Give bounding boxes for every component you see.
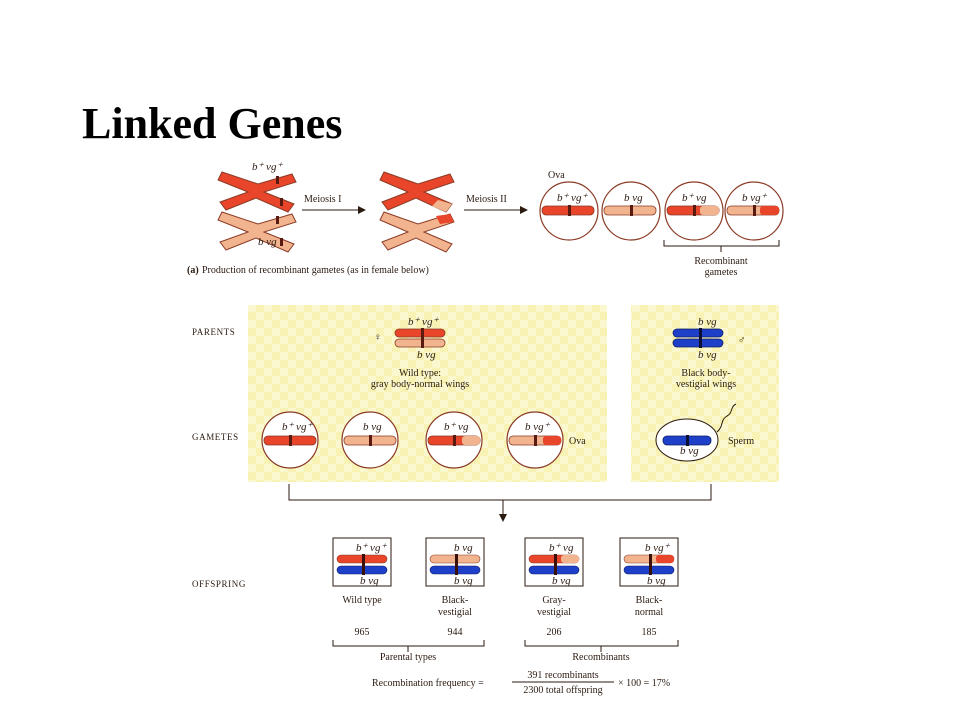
panel-a-caption: Production of recombinant gametes (as in… — [202, 265, 429, 276]
row-label-parents: PARENTS — [192, 327, 235, 337]
ovum-alleles: b vg⁺ — [742, 192, 768, 204]
offspring-bottom-alleles: b vg — [454, 575, 473, 587]
recombinants-bracket — [524, 640, 679, 652]
female-chromosome-pair — [394, 328, 446, 348]
row-label-offspring: OFFSPRING — [192, 579, 246, 589]
offspring-top-alleles: b vg — [454, 542, 473, 554]
parental-types-label: Parental types — [380, 652, 436, 663]
offspring-phenotype: vestigial — [537, 607, 571, 618]
formula-numerator: 391 recombinants — [527, 670, 598, 681]
gametes-label: gametes — [705, 267, 738, 278]
recombinants-label: Recombinants — [572, 652, 629, 663]
gametes-ova-label: Ova — [569, 436, 586, 447]
caption-letter: (a) — [187, 265, 199, 276]
formula-result: × 100 = 17% — [618, 678, 670, 689]
sperm-label: Sperm — [728, 436, 754, 447]
ova-label-top: Ova — [548, 170, 565, 181]
male-chromosome-pair — [672, 328, 724, 348]
gamete-ovum — [261, 411, 319, 469]
gamete-ovum — [341, 411, 399, 469]
ovum-cell — [601, 181, 661, 241]
offspring-phenotype: Gray- — [542, 595, 565, 606]
ovum-alleles: b vg — [624, 192, 643, 204]
offspring-bottom-alleles: b vg — [360, 575, 379, 587]
male-bottom-alleles: b vg — [698, 349, 717, 361]
offspring-count: 965 — [355, 627, 370, 638]
parental-bracket — [332, 640, 485, 652]
cross-connector — [288, 484, 712, 522]
offspring-phenotype: Black- — [636, 595, 663, 606]
recombinant-bracket — [663, 240, 780, 252]
gamete-ovum-recombinant — [506, 411, 564, 469]
ovum-alleles: b⁺ vg — [682, 192, 707, 204]
offspring-bottom-alleles: b vg — [647, 575, 666, 587]
meiosis-1-label: Meiosis I — [304, 194, 342, 205]
crossover-chromosome-pair — [379, 171, 455, 253]
ovum-cell — [539, 181, 599, 241]
ovum-alleles: b⁺ vg⁺ — [557, 192, 588, 204]
panel-a-dominant-alleles: b⁺ vg⁺ — [252, 161, 283, 173]
formula-label: Recombination frequency = — [372, 678, 484, 689]
offspring-box-recombinant — [524, 537, 584, 587]
row-label-gametes: GAMETES — [192, 432, 239, 442]
offspring-top-alleles: b vg⁺ — [645, 542, 671, 554]
offspring-box — [425, 537, 485, 587]
offspring-count: 185 — [642, 627, 657, 638]
offspring-phenotype: normal — [635, 607, 664, 618]
sperm-alleles: b vg — [680, 445, 699, 457]
female-bottom-alleles: b vg — [417, 349, 436, 361]
ovum-cell-recombinant — [664, 181, 724, 241]
female-symbol-icon: ♀ — [374, 332, 382, 343]
meiosis-2-label: Meiosis II — [466, 194, 507, 205]
sperm-cell — [655, 403, 737, 462]
offspring-count: 944 — [448, 627, 463, 638]
offspring-top-alleles: b⁺ vg⁺ — [356, 542, 387, 554]
gamete-alleles: b vg⁺ — [525, 421, 551, 433]
formula-denominator: 2300 total offspring — [523, 685, 602, 696]
offspring-box-recombinant — [619, 537, 679, 587]
female-top-alleles: b⁺ vg⁺ — [408, 316, 439, 328]
offspring-bottom-alleles: b vg — [552, 575, 571, 587]
gamete-alleles: b vg — [363, 421, 382, 433]
gamete-ovum-recombinant — [425, 411, 483, 469]
offspring-phenotype: Black- — [442, 595, 469, 606]
offspring-phenotype: vestigial — [438, 607, 472, 618]
male-symbol-icon: ♂ — [738, 335, 746, 346]
offspring-top-alleles: b⁺ vg — [549, 542, 574, 554]
gamete-alleles: b⁺ vg⁺ — [282, 421, 313, 433]
ovum-cell-recombinant — [724, 181, 784, 241]
offspring-box — [332, 537, 392, 587]
male-phenotype-line2: vestigial wings — [676, 379, 736, 390]
panel-a-recessive-alleles: b vg — [258, 236, 277, 248]
duplicated-chromosome-peach-1 — [217, 211, 297, 253]
slide-title: Linked Genes — [82, 99, 343, 148]
female-phenotype-line2: gray body-normal wings — [371, 379, 469, 390]
offspring-phenotype: Wild type — [342, 595, 382, 606]
gamete-alleles: b⁺ vg — [444, 421, 469, 433]
female-phenotype-line1: Wild type: — [399, 368, 441, 379]
arrow-right-icon — [464, 206, 528, 214]
recombinant-label: Recombinant — [694, 256, 748, 267]
male-top-alleles: b vg — [698, 316, 717, 328]
male-phenotype-line1: Black body- — [681, 368, 730, 379]
arrow-right-icon — [302, 206, 366, 214]
duplicated-chromosome-red-1 — [217, 171, 297, 213]
offspring-count: 206 — [547, 627, 562, 638]
